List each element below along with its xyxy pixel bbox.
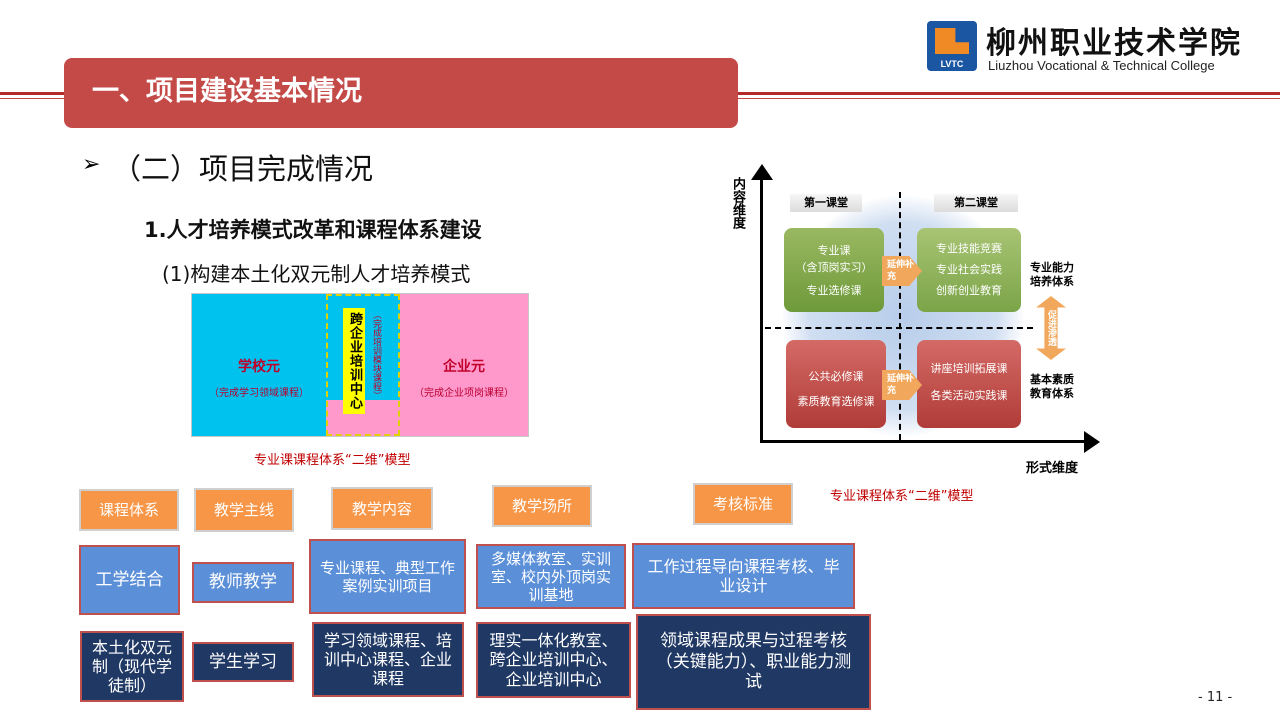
- cell-row2-assessment: 领域课程成果与过程考核（关键能力）、职业能力测试: [636, 614, 871, 710]
- quadrant-text: 讲座培训拓展课: [930, 362, 1008, 375]
- cell-row2-course-system: 本土化双元制（现代学徒制）: [80, 631, 184, 702]
- side-label-line: 基本素质: [1030, 373, 1074, 386]
- header-course-system: 课程体系: [79, 489, 179, 531]
- quadrant-text: 素质教育选修课: [797, 395, 875, 408]
- quadrant-top-right: 专业技能竞赛 专业社会实践 创新创业教育: [917, 228, 1021, 312]
- heading: （二）项目完成情况: [112, 152, 374, 186]
- side-label-line: 专业能力: [1030, 261, 1074, 274]
- header-teaching-venue: 教学场所: [492, 485, 592, 527]
- cell-row1-assessment: 工作过程导向课程考核、毕业设计: [632, 543, 855, 609]
- x-axis-label: 形式维度: [1026, 461, 1079, 476]
- page-number: - 11 -: [1198, 690, 1233, 705]
- y-axis: [760, 175, 763, 443]
- quadrant-text: 创新创业教育: [936, 284, 1002, 297]
- quadrant-text: 专业社会实践: [936, 263, 1002, 276]
- first-classroom-label: 第一课堂: [790, 194, 862, 212]
- horizontal-divider: [765, 327, 1033, 329]
- y-axis-label: 内容维度: [730, 177, 745, 229]
- college-logo: LVTC 柳州职业技术学院 Liuzhou Vocational & Techn…: [922, 16, 1240, 78]
- quadrant-text: 各类活动实践课: [930, 389, 1008, 402]
- quadrant-diagram-caption: 专业课程体系“二维”模型: [830, 489, 974, 504]
- enterprise-subtitle: （完成企业项岗课程）: [414, 388, 514, 399]
- cell-row2-mainline: 学生学习: [192, 642, 294, 682]
- cell-row2-venue: 理实一体化教室、跨企业培训中心、企业培训中心: [476, 622, 631, 698]
- dual-element-diagram: 学校元 （完成学习领域课程） 企业元 （完成企业项岗课程） 跨企业培训中心 （完…: [191, 293, 529, 437]
- quadrant-text: （含顶岗实习）: [795, 261, 873, 274]
- professional-system-label: 专业能力 培养体系: [1030, 261, 1074, 289]
- cell-row1-venue: 多媒体教室、实训室、校内外顶岗实训基地: [476, 544, 626, 609]
- enterprise-title: 企业元: [443, 359, 485, 375]
- side-label-line: 培养体系: [1030, 275, 1074, 288]
- header-teaching-content: 教学内容: [331, 487, 433, 530]
- quadrant-text: 公共必修课: [808, 370, 864, 383]
- header-assessment-standard: 考核标准: [693, 483, 793, 525]
- logo-mark-text: LVTC: [940, 59, 964, 69]
- second-classroom-label: 第二课堂: [934, 194, 1018, 212]
- cell-row1-course-system: 工学结合: [79, 545, 180, 615]
- subsubheading: (1)构建本土化双元制人才培养模式: [162, 262, 471, 286]
- logo-name-en: Liuzhou Vocational & Technical College: [988, 58, 1215, 73]
- training-center-outline: [326, 294, 400, 436]
- cell-row2-content: 学习领域课程、培训中心课程、企业课程: [312, 622, 464, 697]
- y-axis-arrow-icon: [751, 164, 773, 180]
- quadrant-bottom-right: 讲座培训拓展课 各类活动实践课: [917, 340, 1021, 428]
- x-axis: [760, 440, 1090, 443]
- logo-name-cn: 柳州职业技术学院: [986, 26, 1242, 61]
- basic-quality-system-label: 基本素质 教育体系: [1030, 373, 1074, 401]
- training-center-title: 跨企业培训中心: [343, 308, 365, 414]
- side-label-line: 教育体系: [1030, 387, 1074, 400]
- quadrant-bottom-left: 公共必修课 素质教育选修课: [786, 340, 886, 428]
- cell-row1-mainline: 教师教学: [192, 562, 294, 603]
- section-title: 一、项目建设基本情况: [64, 58, 738, 128]
- header-teaching-mainline: 教学主线: [194, 488, 294, 532]
- promote-double-arrow-icon: 促进渗透: [1036, 296, 1066, 360]
- lvtc-logo-icon: LVTC: [927, 21, 977, 71]
- dual-diagram-caption: 专业课课程体系“二维”模型: [254, 453, 411, 468]
- enterprise-zone: 企业元 （完成企业项岗课程）: [400, 294, 528, 436]
- school-title: 学校元: [238, 359, 280, 375]
- training-center-note: （完成培训模块课程）: [371, 310, 381, 400]
- subheading: 1.人才培养模式改革和课程体系建设: [144, 218, 482, 242]
- school-zone: 学校元 （完成学习领域课程）: [192, 294, 326, 436]
- x-axis-arrow-icon: [1084, 431, 1100, 453]
- quadrant-text: 专业选修课: [806, 284, 862, 297]
- cell-row1-content: 专业课程、典型工作案例实训项目: [309, 539, 466, 614]
- vertical-divider: [899, 192, 901, 440]
- quadrant-text: 专业技能竞赛: [936, 242, 1002, 255]
- bullet-arrow-icon: ➢: [82, 152, 101, 177]
- school-subtitle: （完成学习领域课程）: [209, 388, 309, 399]
- quadrant-text: 专业课: [817, 244, 851, 257]
- quadrant-top-left: 专业课 （含顶岗实习） 专业选修课: [784, 228, 884, 312]
